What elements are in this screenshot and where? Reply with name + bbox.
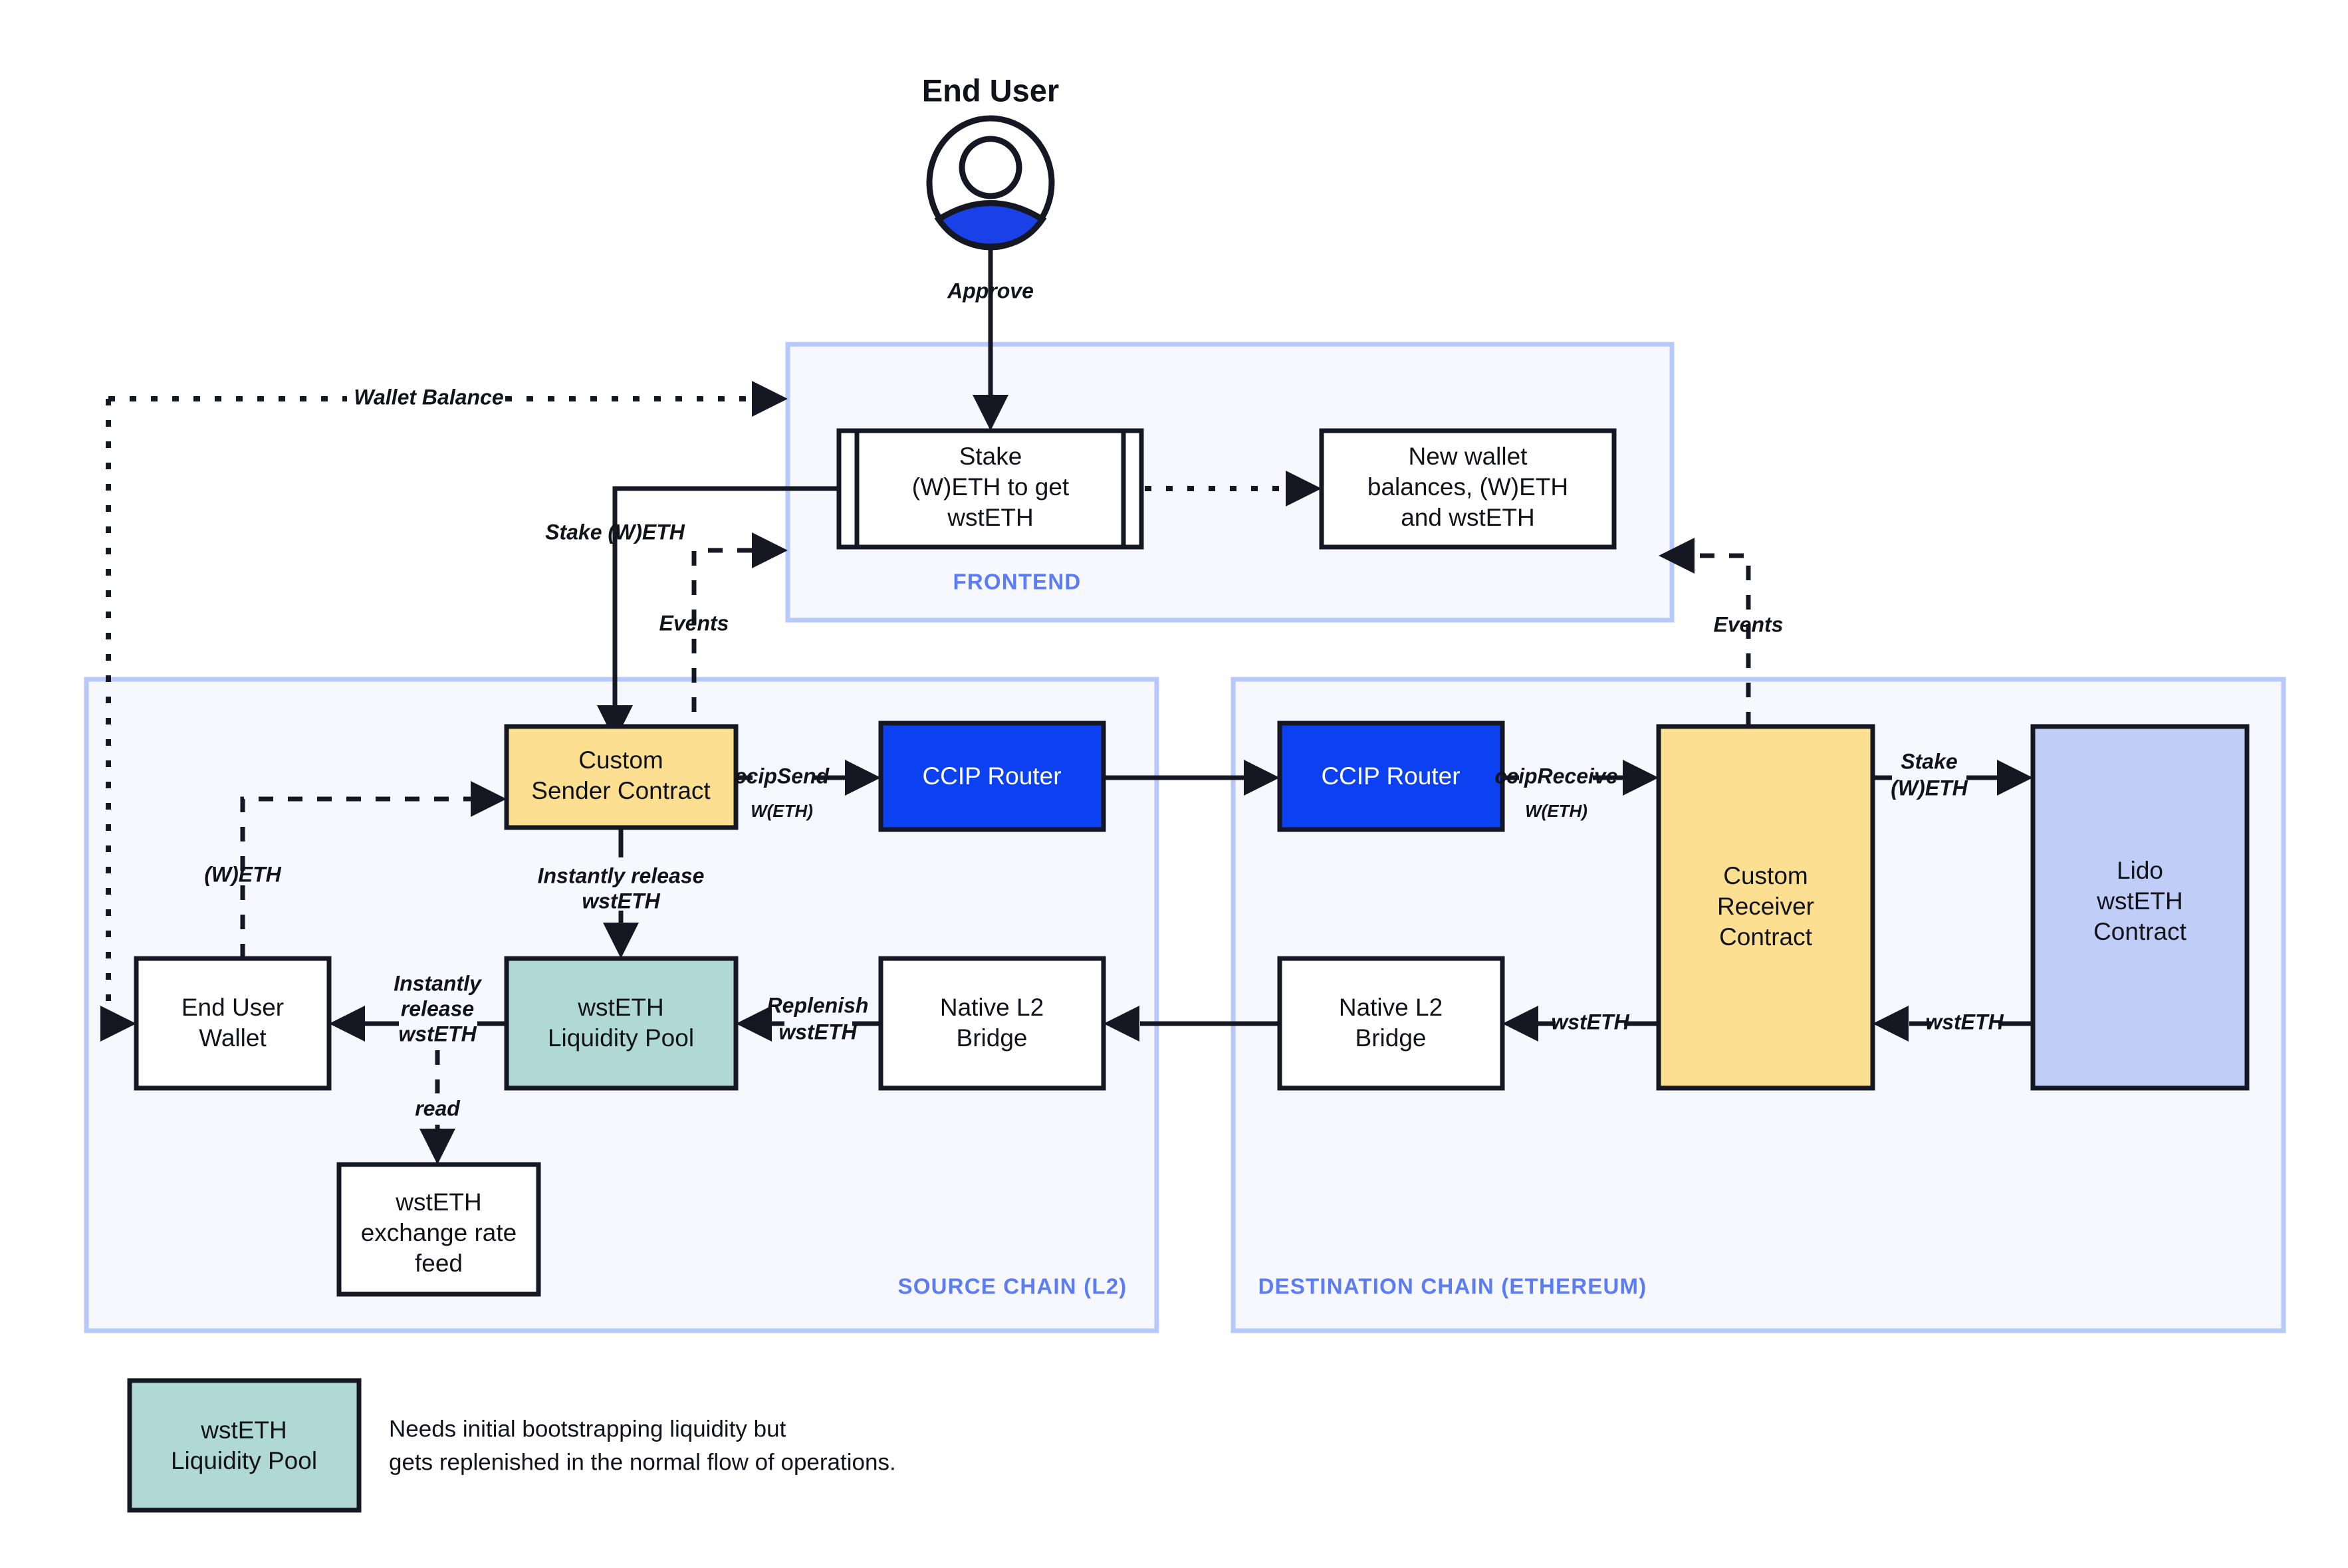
edge-router-to-router xyxy=(1104,760,1280,796)
edge-label-replenish-l2: wstETH xyxy=(778,1020,857,1044)
node-new-balances-line1: New wallet xyxy=(1409,443,1528,470)
edge-label-wallet-balance: Wallet Balance xyxy=(354,385,503,409)
edge-approve: Approve xyxy=(947,247,1034,431)
panel-label-destination-chain: DESTINATION CHAIN (ETHEREUM) xyxy=(1258,1274,1647,1299)
edge-label-stake-lido-l2: (W)ETH xyxy=(1891,776,1968,800)
end-user-avatar-icon xyxy=(926,115,1055,251)
node-stake-ui-line3: wstETH xyxy=(947,504,1034,531)
legend-swatch-line2: Liquidity Pool xyxy=(171,1447,317,1474)
legend: wstETH Liquidity Pool Needs initial boot… xyxy=(127,1378,896,1513)
edge-wsteth-receiver-to-bridge: wstETH xyxy=(1502,1006,1659,1042)
edge-wallet-balance: Wallet Balance xyxy=(100,381,788,1042)
node-stake-ui-line2: (W)ETH to get xyxy=(912,473,1070,501)
node-bridge-src-line2: Bridge xyxy=(957,1024,1028,1052)
edge-label-ccip-send-sub: W(ETH) xyxy=(751,801,813,821)
edge-label-ccip-send: ccipSend xyxy=(735,764,830,788)
node-stake-ui[interactable]: Stake (W)ETH to get wstETH xyxy=(836,428,1144,550)
node-end-user-wallet[interactable]: End User Wallet xyxy=(134,956,332,1091)
edge-label-wsteth-lido-receiver: wstETH xyxy=(1925,1010,2004,1034)
node-bridge-dst-line1: Native L2 xyxy=(1339,994,1443,1021)
node-receiver-line3: Contract xyxy=(1719,923,1813,951)
edge-events-source: Events xyxy=(659,532,788,741)
edge-ui-to-balances xyxy=(1145,471,1322,506)
node-lido-line3: Contract xyxy=(2093,918,2187,945)
edge-weth-wallet-to-sender: (W)ETH xyxy=(204,781,507,958)
edge-label-release-wallet-l1: Instantly xyxy=(394,971,483,995)
edge-bridge-dst-to-src xyxy=(1104,1006,1280,1042)
edge-label-stake-lido-l1: Stake xyxy=(1901,749,1957,773)
node-custom-sender-contract[interactable]: Custom Sender Contract xyxy=(504,724,739,830)
edge-label-approve: Approve xyxy=(947,279,1034,302)
node-sender-line2: Sender Contract xyxy=(531,777,711,804)
node-pool-line1: wstETH xyxy=(577,994,664,1021)
node-lido-wsteth-contract[interactable]: Lido wstETH Contract xyxy=(2030,724,2250,1091)
node-ccip-router-source[interactable]: CCIP Router xyxy=(878,721,1106,832)
node-stake-ui-line1: Stake xyxy=(959,443,1022,470)
node-wallet-line2: Wallet xyxy=(199,1024,267,1052)
node-native-l2-bridge-source[interactable]: Native L2 Bridge xyxy=(878,956,1106,1091)
edge-stake-weth: Stake (W)ETH xyxy=(545,486,839,741)
node-new-balances-line2: balances, (W)ETH xyxy=(1367,473,1568,501)
node-bridge-src-line1: Native L2 xyxy=(940,994,1044,1021)
node-ccip-router-destination[interactable]: CCIP Router xyxy=(1277,721,1505,832)
edge-ccip-send: ccipSend W(ETH) xyxy=(735,760,881,821)
edge-label-release-wallet-l3: wstETH xyxy=(398,1022,477,1046)
node-sender-line1: Custom xyxy=(578,746,663,774)
edge-instantly-release-pool: Instantly release wstETH xyxy=(538,828,705,958)
edge-instantly-release-wallet: Instantly release wstETH xyxy=(329,971,507,1046)
actor-title: End User xyxy=(922,72,1059,108)
edge-label-read: read xyxy=(415,1096,461,1120)
edge-label-events-destination: Events xyxy=(1714,612,1784,636)
legend-note-line2: gets replenished in the normal flow of o… xyxy=(389,1449,896,1475)
panel-label-frontend: FRONTEND xyxy=(953,570,1082,594)
node-router-src-label: CCIP Router xyxy=(922,762,1061,790)
node-new-wallet-balances[interactable]: New wallet balances, (W)ETH and wstETH xyxy=(1319,428,1617,550)
edge-replenish-wsteth: Replenish wstETH xyxy=(736,993,881,1044)
node-feed-line2: exchange rate xyxy=(361,1219,517,1246)
node-custom-receiver-contract[interactable]: Custom Receiver Contract xyxy=(1656,724,1875,1091)
edge-label-release-pool-l2: wstETH xyxy=(582,889,660,913)
edge-events-destination: Events xyxy=(1659,538,1783,727)
edge-label-release-pool-l1: Instantly release xyxy=(538,863,705,887)
node-pool-line2: Liquidity Pool xyxy=(548,1024,694,1052)
edge-label-stake-weth: Stake (W)ETH xyxy=(545,520,685,544)
node-lido-line2: wstETH xyxy=(2096,887,2183,915)
edge-wsteth-lido-to-receiver: wstETH xyxy=(1873,1006,2033,1042)
edge-label-weth-back: (W)ETH xyxy=(204,862,281,886)
node-bridge-dst-line2: Bridge xyxy=(1355,1024,1427,1052)
node-wsteth-liquidity-pool[interactable]: wstETH Liquidity Pool xyxy=(504,956,739,1091)
legend-swatch xyxy=(127,1378,362,1513)
edge-label-replenish-l1: Replenish xyxy=(767,993,869,1017)
edge-stake-weth-lido: Stake (W)ETH xyxy=(1873,749,2033,800)
edge-label-ccip-receive-sub: W(ETH) xyxy=(1525,801,1587,821)
node-wallet-line1: End User xyxy=(181,994,284,1021)
node-feed-line1: wstETH xyxy=(395,1188,482,1216)
panel-label-source-chain: SOURCE CHAIN (L2) xyxy=(898,1274,1127,1299)
node-feed-line3: feed xyxy=(415,1250,463,1277)
node-lido-line1: Lido xyxy=(2117,857,2163,884)
edge-label-release-wallet-l2: release xyxy=(401,996,474,1020)
edge-label-ccip-receive: ccipReceive xyxy=(1494,764,1617,788)
edge-read-feed: read xyxy=(415,1050,461,1165)
edge-label-events-source: Events xyxy=(659,611,729,635)
node-receiver-line1: Custom xyxy=(1723,862,1808,889)
node-native-l2-bridge-destination[interactable]: Native L2 Bridge xyxy=(1277,956,1505,1091)
node-receiver-line2: Receiver xyxy=(1717,893,1814,920)
node-new-balances-line3: and wstETH xyxy=(1401,504,1535,531)
legend-note-line1: Needs initial bootstrapping liquidity bu… xyxy=(389,1416,786,1442)
legend-swatch-line1: wstETH xyxy=(200,1416,287,1444)
node-wsteth-exchange-rate-feed[interactable]: wstETH exchange rate feed xyxy=(336,1162,541,1297)
node-router-dst-label: CCIP Router xyxy=(1321,762,1460,790)
edge-label-wsteth-receiver-bridge: wstETH xyxy=(1551,1010,1629,1034)
edge-ccip-receive: ccipReceive W(ETH) xyxy=(1494,760,1659,821)
